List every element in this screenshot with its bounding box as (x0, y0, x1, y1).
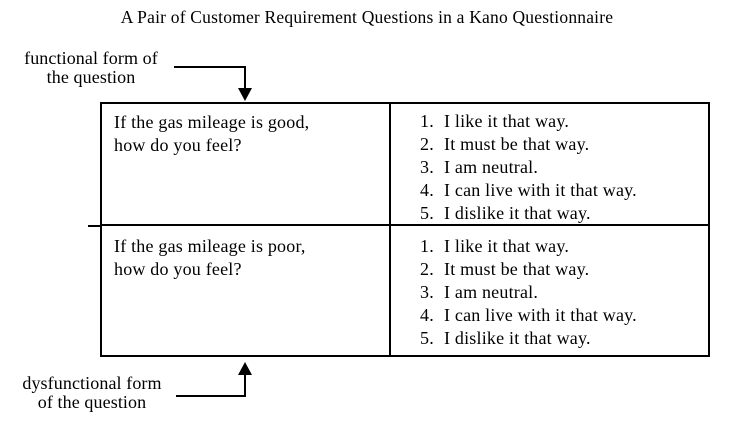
table-row-dysfunctional: If the gas mileage is poor, how do you f… (102, 226, 708, 355)
option-number: 2. (420, 134, 434, 154)
table-row-functional: If the gas mileage is good, how do you f… (102, 104, 708, 226)
answer-option: 5. I dislike it that way. (420, 327, 704, 350)
functional-form-label-line1: functional form of (24, 48, 158, 68)
option-text: I like it that way. (444, 111, 570, 131)
question-text-line2: how do you feel? (114, 259, 242, 279)
dysfunctional-arrow-line (176, 375, 246, 397)
option-number: 4. (420, 180, 434, 200)
options-cell-dysfunctional: 1. I like it that way. 2. It must be that … (389, 226, 708, 355)
answer-option: 4. I can live with it that way. (420, 179, 704, 202)
dysfunctional-form-label-line2: of the question (37, 392, 147, 412)
option-text: I am neutral. (444, 157, 539, 177)
question-text-line1: If the gas mileage is good, (114, 112, 310, 132)
answer-option: 3. I am neutral. (420, 281, 704, 304)
option-text: I can live with it that way. (444, 180, 637, 200)
options-cell-functional: 1. I like it that way. 2. It must be that … (389, 104, 708, 225)
functional-arrow-line (174, 66, 246, 90)
figure-title: A Pair of Customer Requirement Questions… (120, 7, 614, 27)
functional-form-label: functional form of the question (8, 49, 174, 87)
answer-option: 2. It must be that way. (420, 133, 704, 156)
question-cell-functional: If the gas mileage is good, how do you f… (102, 104, 389, 225)
option-number: 3. (420, 282, 434, 302)
functional-form-label-line2: the question (46, 67, 136, 87)
answer-option: 2. It must be that way. (420, 258, 704, 281)
row-divider-overhang (88, 225, 102, 227)
functional-arrowhead-icon (238, 88, 252, 101)
question-text-line2: how do you feel? (114, 135, 242, 155)
dysfunctional-form-label: dysfunctional form of the question (6, 374, 178, 412)
answer-option: 1. I like it that way. (420, 235, 704, 258)
option-text: I am neutral. (444, 282, 539, 302)
option-text: I like it that way. (444, 236, 570, 256)
answer-option: 1. I like it that way. (420, 110, 704, 133)
answer-option: 5. I dislike it that way. (420, 202, 704, 225)
option-number: 5. (420, 328, 434, 348)
option-number: 2. (420, 259, 434, 279)
option-number: 5. (420, 203, 434, 223)
answer-option: 4. I can live with it that way. (420, 304, 704, 327)
option-text: I can live with it that way. (444, 305, 637, 325)
question-text-line1: If the gas mileage is poor, (114, 236, 306, 256)
option-text: It must be that way. (444, 259, 590, 279)
dysfunctional-arrowhead-icon (238, 362, 252, 375)
option-text: It must be that way. (444, 134, 590, 154)
option-text: I dislike it that way. (444, 328, 591, 348)
dysfunctional-form-label-line1: dysfunctional form (22, 373, 162, 393)
option-number: 1. (420, 236, 434, 256)
answer-option: 3. I am neutral. (420, 156, 704, 179)
option-number: 1. (420, 111, 434, 131)
option-text: I dislike it that way. (444, 203, 591, 223)
questionnaire-table: If the gas mileage is good, how do you f… (100, 102, 710, 357)
option-number: 4. (420, 305, 434, 325)
option-number: 3. (420, 157, 434, 177)
question-cell-dysfunctional: If the gas mileage is poor, how do you f… (102, 226, 389, 355)
